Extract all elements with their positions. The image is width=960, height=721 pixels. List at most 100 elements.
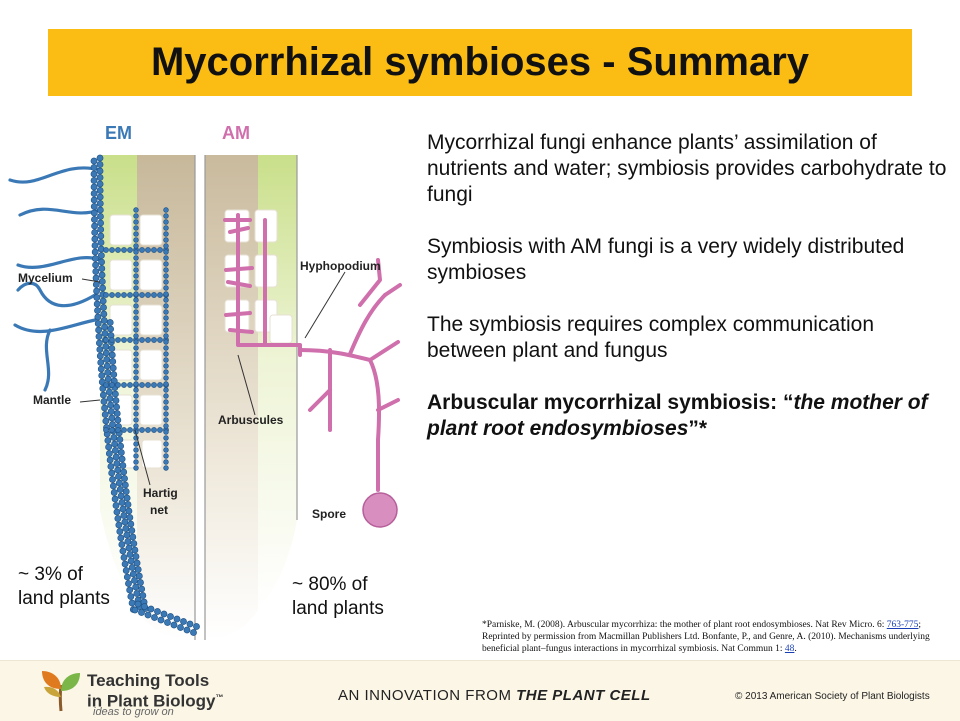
mantle-cell [96,161,104,168]
mantle-cell [121,292,127,298]
mantle-cell [125,580,132,587]
mantle-cell [163,225,169,231]
summary-text: Mycorrhizal fungi enhance plants’ assimi… [427,130,947,468]
mantle-cell [118,541,126,548]
mantle-cell [106,319,114,326]
mantle-cell [139,592,147,599]
mantle-cell [106,456,114,464]
mantle-cell [133,249,139,255]
mantle-cell [133,297,139,303]
mantle-cell [110,434,118,441]
mantle-cell [163,219,169,225]
mycelium-label: Mycelium [18,271,73,285]
emphasis-statement: Arbuscular mycorrhizal symbiosis: “the m… [427,390,947,442]
mantle-cell [127,292,133,298]
mantle-cell [163,303,169,309]
mantle-cell [108,351,116,359]
mantle-cell [91,255,99,262]
mantle-cell [133,417,139,423]
mantle-cell [131,546,139,554]
mantle-cell [96,200,104,207]
mantle-cell [133,279,139,285]
mantle-cell [133,357,139,363]
mantle-cell [109,482,117,490]
mantle-cell [121,382,127,388]
mantle-cell [112,453,120,461]
mantle-cell [97,239,105,246]
mantle-cell [126,551,134,558]
mantle-cell [97,252,105,259]
mantle-cell [115,427,121,433]
mantle-cell [93,287,100,295]
mantle-cell [121,560,129,568]
mantle-cell [133,363,139,369]
mantle-cell [163,447,169,453]
mantle-cell [96,193,104,201]
mantle-cell [133,231,139,237]
mantle-cell [163,363,169,369]
em-percent-line1: ~ 3% of [18,564,83,585]
mantle-cell [123,531,131,539]
em-label: EM [105,123,132,143]
citation-link-1[interactable]: 763-775 [886,620,919,630]
mantle-cell [132,553,140,560]
mantle-cell [113,460,121,467]
mantle-cell [91,248,99,256]
mantle-cell [133,399,139,405]
mantle-cell [90,170,98,178]
citation-link-2[interactable]: 48 [784,644,795,654]
mantle-cell [163,393,169,399]
mantle-cell [90,209,98,217]
mantle-cell [90,157,98,165]
mantle-cell [94,307,101,314]
mantle-cell [91,242,99,249]
emphasis-italic: the mother of plant root endosymbioses [427,391,928,440]
mantle-cell [99,297,107,305]
mantle-cell [163,243,169,249]
hartig-label-line2: net [150,503,168,517]
mantle-cell [163,387,169,393]
brand-line-2-text: in Plant Biology [87,691,216,711]
mantle-cell [123,573,131,581]
emphasis-suffix: ”* [688,417,708,440]
mantle-cell [151,247,157,253]
mantle-cell [163,351,169,357]
mantle-cell [177,624,184,631]
mantle-cell [133,285,139,291]
mantle-cell [133,243,139,249]
mantle-cell [163,381,169,387]
mantle-cell [139,382,145,388]
mantle-cell [96,346,104,353]
am-label: AM [222,123,250,143]
mantle-cell [127,593,135,600]
mantle-cell [133,369,139,375]
mantle-cell [157,382,163,388]
mantle-cell [173,615,181,623]
mantle-cell [116,528,124,535]
mantle-cell [133,447,139,453]
mantle-cell [101,404,108,412]
mantle-cell [109,364,117,372]
mantle-cell [163,315,169,321]
mantle-cell [107,401,114,409]
diagram-labels: Mycelium Mantle Hartig net Hyphopodium A… [18,259,381,521]
mantle-cell [105,388,113,396]
spore-label: Spore [312,507,346,521]
mantle-cell [102,417,110,425]
mantle-cell [163,327,169,333]
mantle-cell [133,321,139,327]
mantle-cell [133,375,139,381]
mantle-cell [111,440,119,448]
am-percent: ~ 80% of land plants [292,573,384,621]
mantle-cell [157,337,163,343]
mantle-cell [103,247,109,253]
mantle-cell [97,219,104,227]
mantle-cell [101,330,109,337]
mantle-cell [115,521,123,529]
mantle-cell [133,381,139,387]
innovation-prefix: AN INNOVATION FROM [338,687,517,704]
mantle-cell [122,488,130,495]
am-percent-line2: land plants [292,598,384,619]
mantle-cell [163,255,169,261]
mantle-cell [157,427,163,433]
